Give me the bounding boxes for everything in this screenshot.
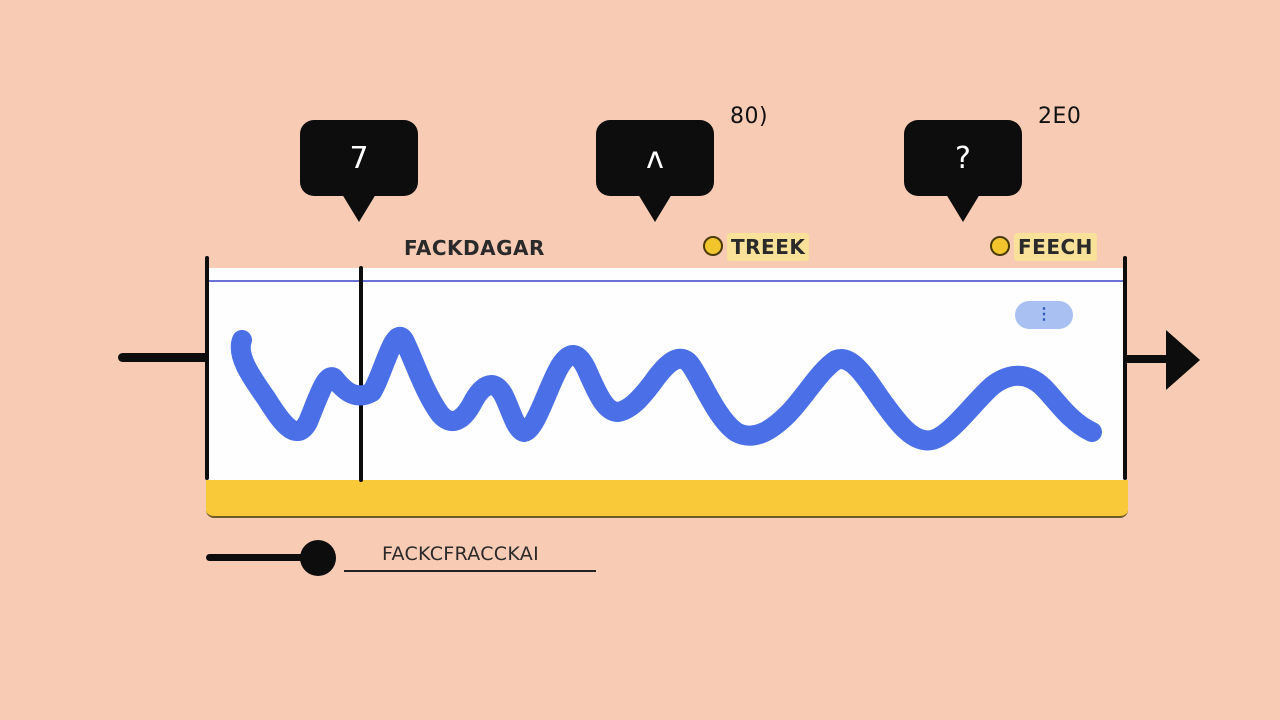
timeline-right-border: [1123, 256, 1127, 480]
marker-label-1-text: FACKDAGAR: [404, 236, 545, 260]
bubble-3-label: ?: [955, 140, 971, 176]
bubble-3-number: 2E0: [1038, 104, 1082, 129]
marker-label-1: FACKDAGAR: [404, 236, 545, 260]
arrow-right-icon[interactable]: [1166, 330, 1200, 390]
bubble-2-number: 80): [730, 104, 769, 129]
marker-label-2[interactable]: TREEK: [703, 233, 810, 261]
arrow-right-line: [1126, 355, 1174, 363]
bubble-2-label: ʌ: [646, 140, 664, 176]
vertical-dots-icon: ⋮: [1036, 306, 1052, 323]
slider-label-underline: [344, 570, 596, 572]
bubble-1-label: 7: [349, 140, 369, 176]
more-options-button[interactable]: ⋮: [1015, 301, 1073, 329]
slider-handle[interactable]: [300, 540, 336, 576]
marker-bubble-1[interactable]: 7: [300, 120, 418, 222]
marker-dot-icon: [703, 236, 723, 256]
marker-dot-icon: [990, 236, 1010, 256]
slider-label: FACKCFRACCKAI: [382, 543, 539, 565]
marker-bubble-3[interactable]: ?: [904, 120, 1022, 222]
marker-label-3[interactable]: FEECH: [990, 233, 1097, 261]
marker-label-2-text: TREEK: [727, 233, 810, 261]
timeline-track-bar[interactable]: [206, 480, 1128, 518]
marker-label-3-text: FEECH: [1014, 233, 1097, 261]
arrow-left-line: [118, 353, 210, 362]
timeline-left-border: [205, 256, 209, 480]
slider-track[interactable]: [206, 554, 316, 561]
playhead[interactable]: [359, 266, 363, 482]
marker-bubble-2[interactable]: ʌ: [596, 120, 714, 222]
waveform-line: [230, 327, 1102, 451]
timeline-top-line: [208, 280, 1126, 282]
